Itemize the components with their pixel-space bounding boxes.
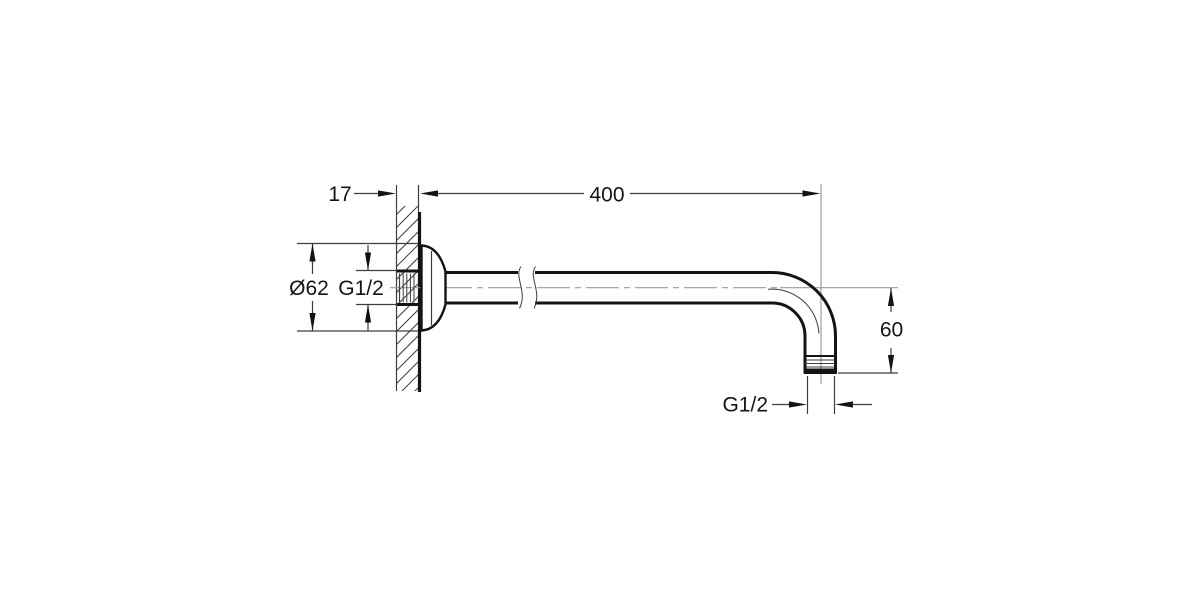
thread-lines xyxy=(402,273,415,303)
wall-section xyxy=(395,185,422,392)
dim-drop-height-label: 60 xyxy=(880,319,903,342)
wall-hatch xyxy=(396,206,419,391)
dim-arm-length-label: 400 xyxy=(589,184,624,207)
dim-wall-thickness-label: 17 xyxy=(328,183,351,206)
bend-reflection-line xyxy=(767,288,820,334)
dim-escutcheon-diameter: Ø62 xyxy=(289,242,418,332)
arrowhead xyxy=(378,190,396,197)
arrowhead xyxy=(887,355,895,373)
dim-wall-thickness: 17 xyxy=(328,183,396,206)
shower-arm-tube xyxy=(445,266,837,373)
arrowhead xyxy=(420,190,438,197)
dim-arm-length: 400 xyxy=(417,184,821,212)
dim-escutcheon-diameter-label: Ø62 xyxy=(289,277,329,300)
dim-drop-height: 60 xyxy=(838,288,903,374)
dim-inlet-thread-label: G1/2 xyxy=(338,277,384,300)
dim-outlet-thread-label: G1/2 xyxy=(722,394,768,417)
escutcheon-flange xyxy=(420,244,447,332)
outlet-thread xyxy=(803,355,837,374)
arrowhead xyxy=(835,401,853,408)
dim-inlet-thread: G1/2 xyxy=(338,245,397,331)
inlet-thread-nipple xyxy=(397,269,419,306)
arrowhead xyxy=(309,313,316,331)
arrowhead xyxy=(887,288,895,306)
centerlines xyxy=(390,184,898,384)
dim-outlet-thread: G1/2 xyxy=(722,376,872,417)
arrowhead xyxy=(789,401,807,408)
pipe-break-symbol xyxy=(518,266,538,309)
arrowhead xyxy=(309,243,316,262)
arrowhead xyxy=(364,252,372,271)
arrowhead xyxy=(364,304,372,323)
arrowhead xyxy=(802,190,821,197)
